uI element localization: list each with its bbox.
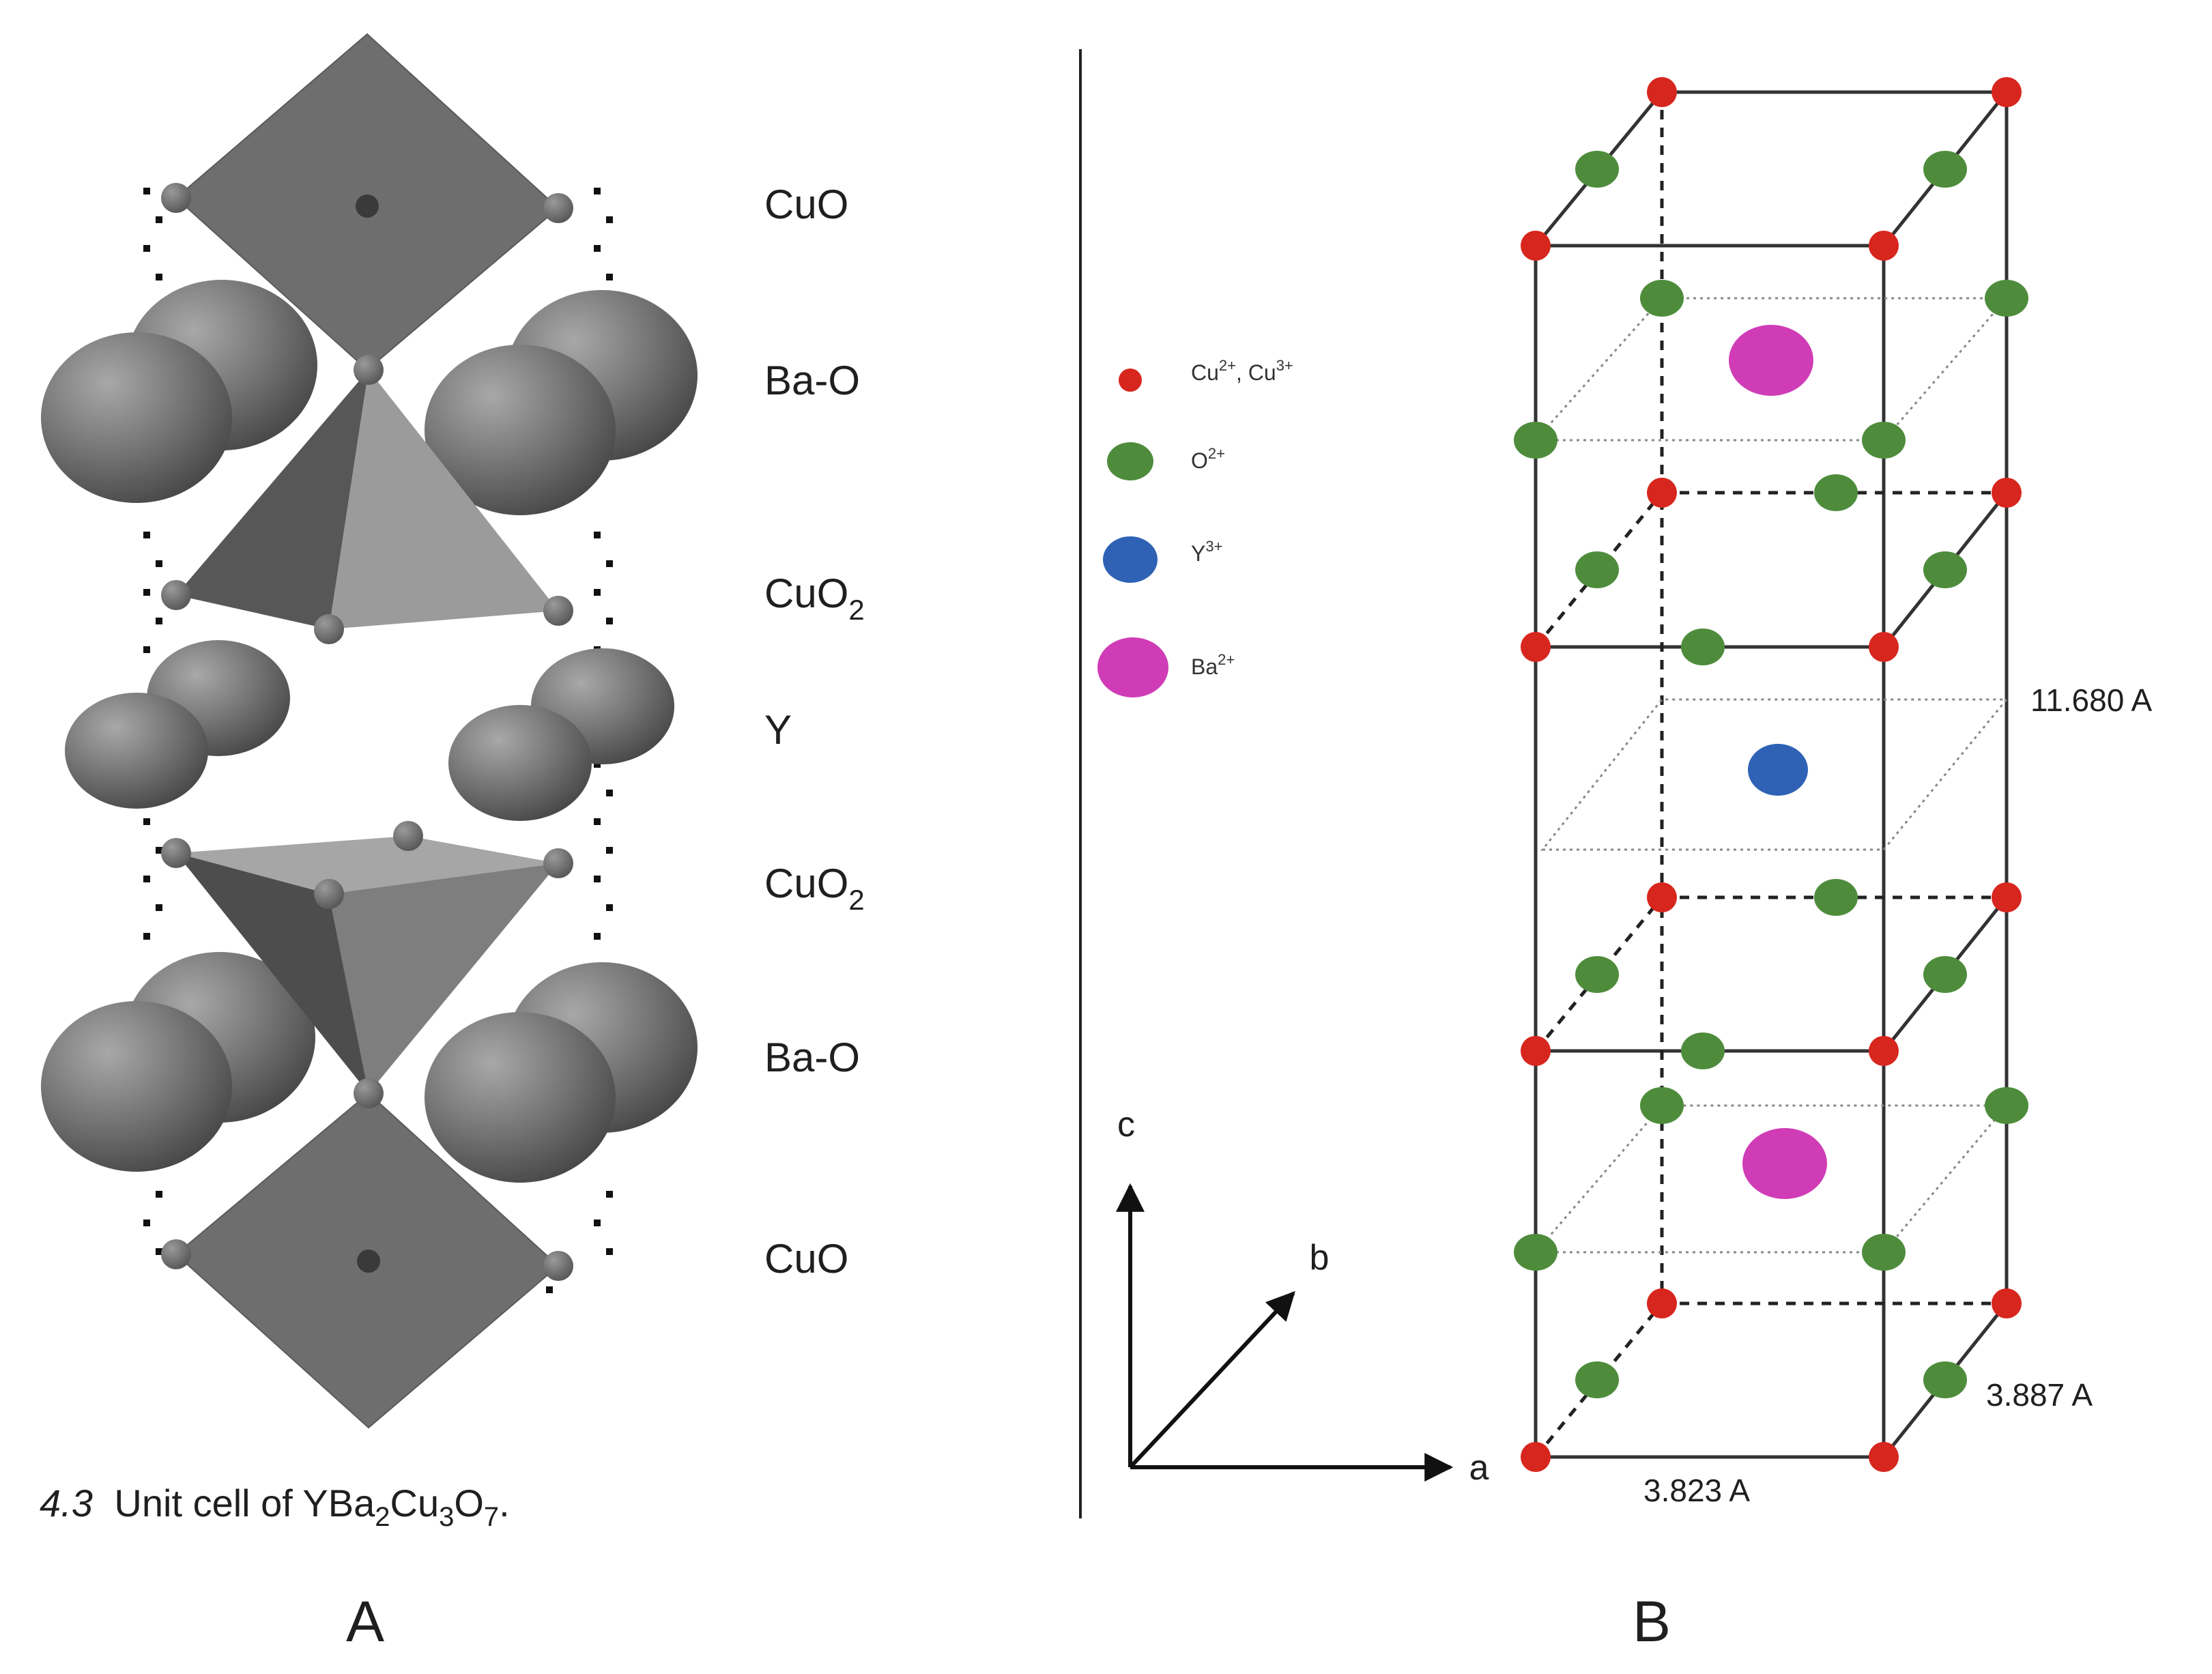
figure-caption: 4.3 Unit cell of YBa2Cu3O7. (40, 1482, 510, 1532)
o-atom (1640, 280, 1684, 317)
y-sphere (448, 705, 592, 821)
o-atom (1681, 629, 1725, 665)
layer-label-cuo-bottom: CuO (764, 1236, 848, 1282)
cuo2-pyramid-upper (176, 370, 558, 629)
panel-letter-a: A (346, 1589, 384, 1654)
layer-label-cuo2-upper: CuO2 (764, 571, 865, 626)
cu-atom (1647, 882, 1677, 912)
dimension-height-label: 11.680 A (2030, 682, 2153, 718)
o-atom (1985, 280, 2028, 317)
layer-labels: CuO Ba-O CuO2 Y CuO2 Ba-O CuO (764, 182, 865, 1282)
ba-atom (1729, 325, 1813, 396)
layer-label-bao-lower: Ba-O (764, 1035, 860, 1080)
cu-atom (1521, 632, 1551, 662)
legend-y-swatch (1103, 536, 1158, 583)
legend-ba-swatch (1097, 637, 1168, 697)
cu-atom (1869, 632, 1899, 662)
o-atom (1814, 474, 1858, 511)
legend-cu-label: Cu2+, Cu3+ (1191, 357, 1293, 385)
y-atom (1748, 744, 1808, 796)
o-atom (1923, 551, 1967, 588)
b-axis-arrow (1128, 1290, 1295, 1469)
o-atom (1985, 1087, 2028, 1124)
legend-ba-label: Ba2+ (1191, 651, 1235, 679)
cu-atom (1521, 231, 1551, 261)
o-atom (1814, 879, 1858, 916)
axis-arrows (1116, 1183, 1454, 1482)
cu-atom (1992, 478, 2022, 508)
cu-atom (1647, 1288, 1677, 1318)
o-atom (1923, 151, 1967, 188)
cu-atom (1992, 882, 2022, 912)
a-axis-label: a (1469, 1448, 1489, 1488)
ba-sphere (425, 345, 616, 515)
panel-a: CuO Ba-O CuO2 Y CuO2 Ba-O CuO 4.3 Unit c… (40, 33, 865, 1654)
o-atom (1862, 422, 1906, 459)
o-atom (1923, 1361, 1967, 1398)
caption-formula: 2Cu3O7. (375, 1482, 509, 1532)
cu-atom (1869, 231, 1899, 261)
cu-atom (1521, 1442, 1551, 1472)
o-atom (1575, 151, 1619, 188)
cu-atom (1992, 77, 2022, 107)
o-atom (1575, 551, 1619, 588)
dimension-depth-label: 3.887 A (1986, 1377, 2093, 1413)
y-spheres (65, 640, 674, 821)
legend-o-swatch (1107, 442, 1153, 480)
cu-atom (1647, 77, 1677, 107)
cuo2-pyramid-lower (176, 836, 558, 1093)
o-atom (1575, 956, 1619, 993)
ba-o-spheres-lower (41, 952, 698, 1183)
panel-letter-b: B (1633, 1589, 1671, 1654)
o-atom (1923, 956, 1967, 993)
ba-sphere (41, 1001, 232, 1172)
cu-atom (1992, 1288, 2022, 1318)
caption-number: 4.3 (40, 1482, 93, 1525)
panel-a-oxygen-atoms (161, 183, 573, 1281)
b-axis-label: b (1310, 1238, 1330, 1278)
ba-o-spheres-upper (41, 280, 698, 515)
cu-atom (1869, 1442, 1899, 1472)
ba-atom (1742, 1128, 1827, 1199)
unit-cell-atoms (1514, 77, 2028, 1472)
o-atom (1514, 1234, 1557, 1271)
layer-label-cuo-top: CuO (764, 182, 848, 227)
y-sphere (65, 693, 208, 809)
layer-label-y: Y (764, 707, 792, 753)
ba-sphere (425, 1012, 616, 1183)
o-atom (1862, 1234, 1906, 1271)
layer-label-cuo2-lower: CuO2 (764, 861, 865, 916)
c-axis-label: c (1117, 1105, 1135, 1144)
o-atom (1514, 422, 1557, 459)
o-atom (1640, 1087, 1684, 1124)
cuo-octahedron-bottom (175, 1092, 560, 1429)
ba-sphere (41, 332, 232, 503)
legend-y-label: Y3+ (1191, 538, 1222, 566)
layer-label-bao-upper: Ba-O (764, 358, 860, 403)
o-atom (1575, 1361, 1619, 1398)
cu-atom (1647, 478, 1677, 508)
cu-atom (1869, 1036, 1899, 1066)
panel-b: Cu2+, Cu3+ O2+ Y3+ Ba2+ c b a (1097, 77, 2153, 1654)
o-atom (1681, 1033, 1725, 1069)
dimension-width-label: 3.823 A (1643, 1473, 1750, 1508)
legend-cu-swatch (1119, 369, 1142, 392)
legend-o-label: O2+ (1191, 445, 1225, 473)
legend: Cu2+, Cu3+ O2+ Y3+ Ba2+ (1097, 357, 1293, 697)
cu-atom (1521, 1036, 1551, 1066)
